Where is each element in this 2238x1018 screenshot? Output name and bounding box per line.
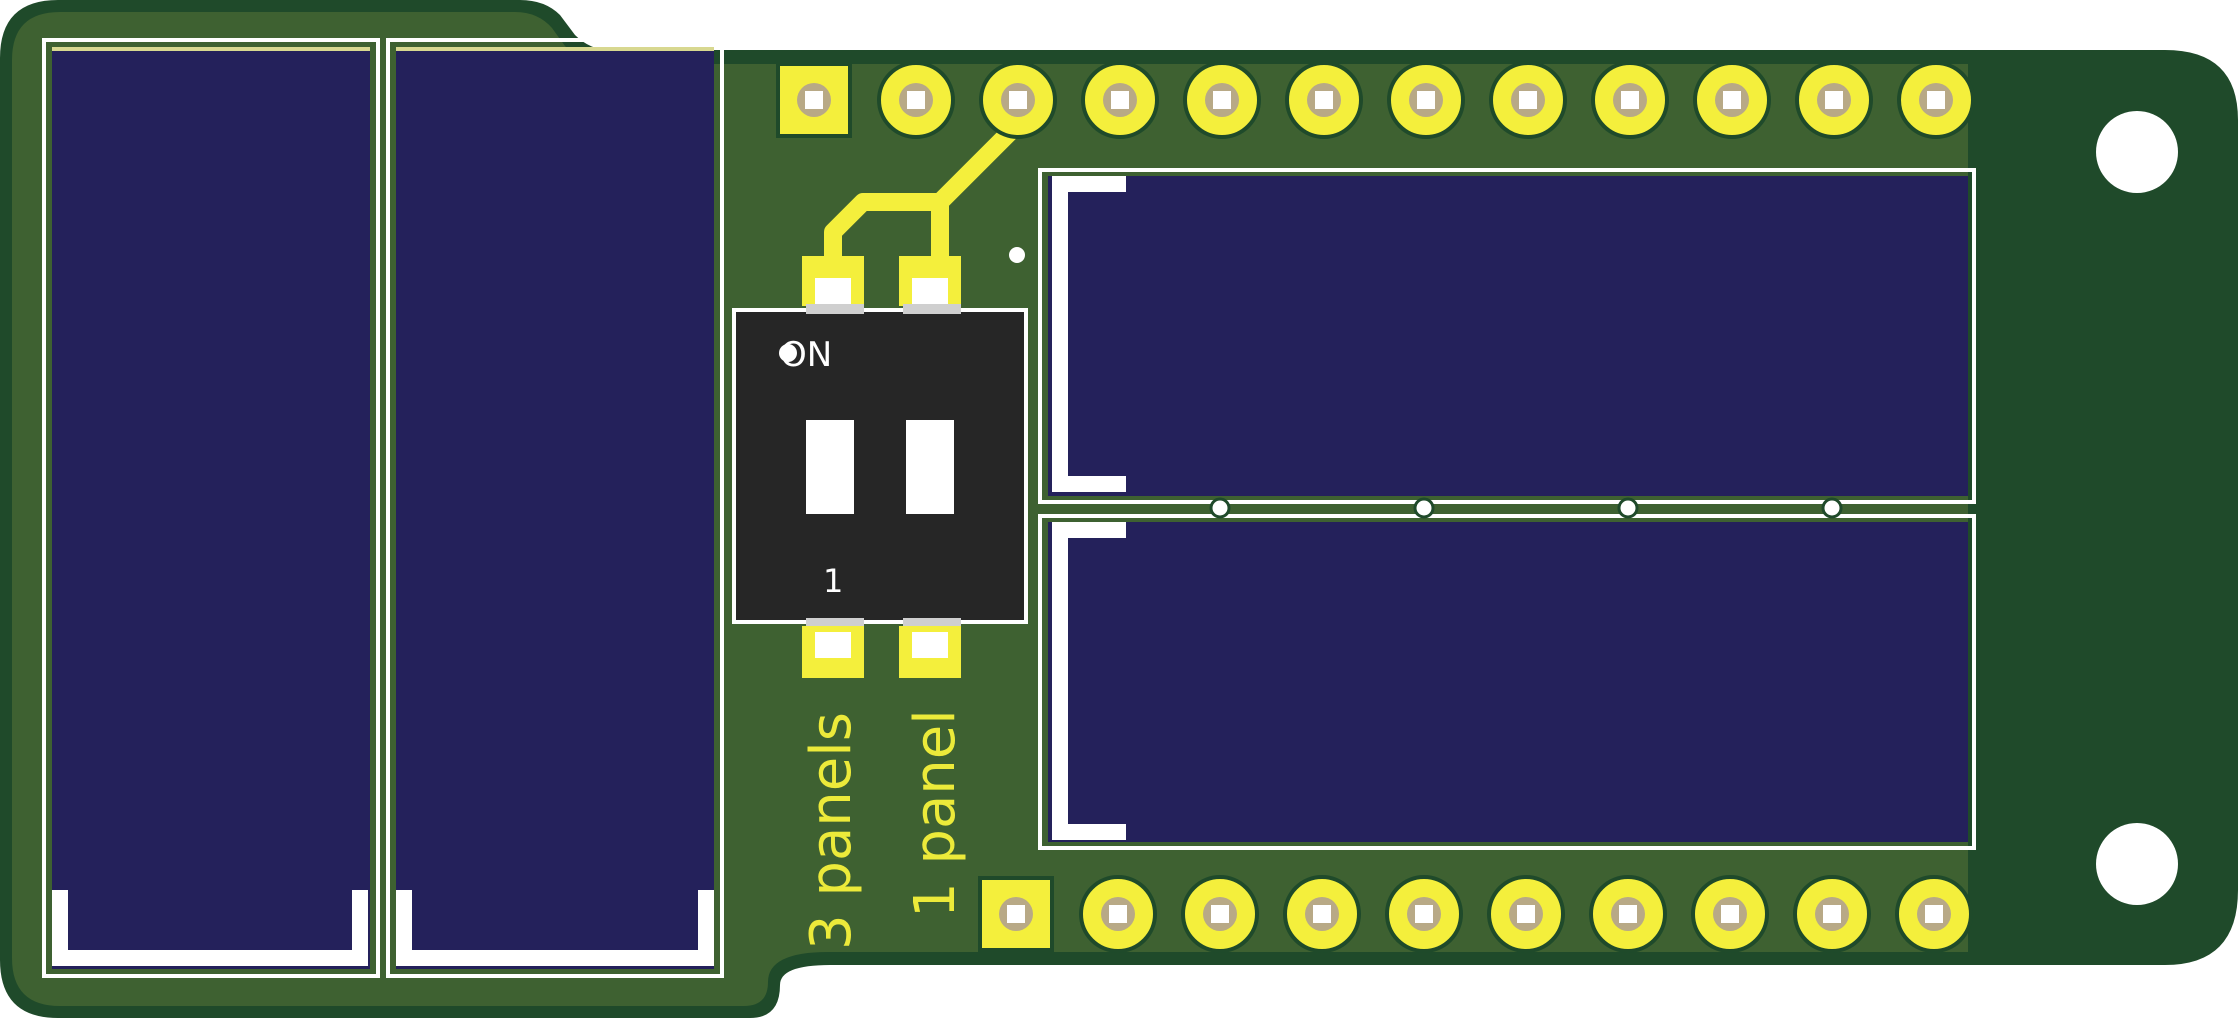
header-top-pin xyxy=(1081,61,1159,139)
header-top-pin xyxy=(877,61,955,139)
switch-position-label: 1 xyxy=(823,562,843,600)
left-panel-1 xyxy=(42,38,380,978)
via-row xyxy=(1209,497,1843,519)
header-bottom-pin xyxy=(1283,875,1361,953)
label-three-panels: 3 panels xyxy=(799,712,864,950)
header-top-pin xyxy=(1489,61,1567,139)
header-top-pin xyxy=(1591,61,1669,139)
header-bottom-pin xyxy=(1895,875,1973,953)
dip-switch[interactable]: ON 1 xyxy=(732,256,1028,678)
right-panel-top xyxy=(1038,168,1976,504)
header-bottom-pin xyxy=(1589,875,1667,953)
mounting-hole-top xyxy=(2096,111,2178,193)
left-panel-2 xyxy=(386,38,724,978)
switch-actuator-2[interactable] xyxy=(906,420,954,514)
header-bottom-pin xyxy=(1385,875,1463,953)
header-top-pin xyxy=(979,61,1057,139)
header-bottom-pin xyxy=(1181,875,1259,953)
header-top-pin xyxy=(776,62,852,138)
header-top-pin xyxy=(1183,61,1261,139)
header-bottom-pin xyxy=(1487,875,1565,953)
switch-actuator-1[interactable] xyxy=(806,420,854,514)
header-top-pin xyxy=(1795,61,1873,139)
header-bottom-pin xyxy=(978,876,1054,952)
header-top xyxy=(776,61,1975,139)
header-bottom-pin xyxy=(1691,875,1769,953)
header-top-pin xyxy=(1897,61,1975,139)
mounting-holes xyxy=(2096,111,2178,905)
right-panel-bottom xyxy=(1038,514,1976,850)
header-top-pin xyxy=(1693,61,1771,139)
header-bottom-pin xyxy=(1793,875,1871,953)
via-small xyxy=(1009,247,1025,263)
header-bottom-pin xyxy=(1079,875,1157,953)
switch-on-label: ON xyxy=(780,335,832,375)
header-bottom xyxy=(978,875,1973,953)
header-top-pin xyxy=(1285,61,1363,139)
header-top-pin xyxy=(1387,61,1465,139)
label-one-panel: 1 panel xyxy=(903,709,968,918)
mounting-hole-bottom xyxy=(2096,823,2178,905)
